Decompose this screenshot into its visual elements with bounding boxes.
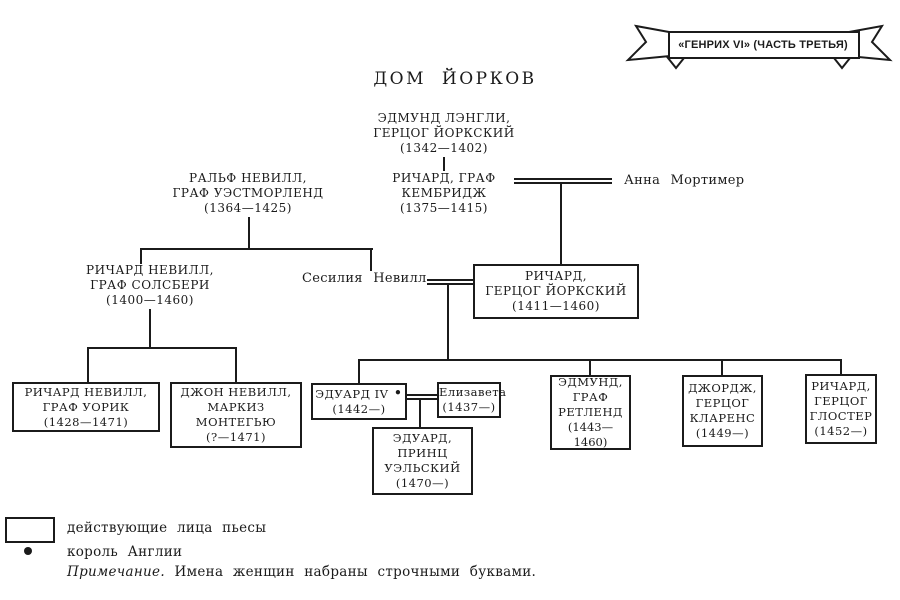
- person-name: РИЧАРД НЕВИЛЛ,: [86, 263, 214, 277]
- connector: [447, 285, 449, 359]
- person-name: ГРАФ УОРИК: [42, 399, 130, 414]
- person-name: ДЖОРДЖ,: [688, 381, 757, 395]
- person-name: ЭДУАРД IV: [315, 386, 389, 401]
- person-dates: (1364—1425): [204, 201, 292, 215]
- connector: [140, 248, 373, 250]
- person-ralph-neville: РАЛЬФ НЕВИЛЛ, ГРАФ УЭСТМОРЛЕНД (1364—142…: [163, 171, 333, 216]
- person-name: РИЧАРД НЕВИЛЛ,: [24, 384, 148, 399]
- person-edward-iv: ЭДУАРД IV• (1442—): [311, 383, 407, 420]
- connector: [370, 250, 372, 271]
- person-name: ГЕРЦОГ: [695, 396, 750, 410]
- person-name: КЛАРЕНС: [689, 411, 756, 425]
- person-name: ЭДМУНД ЛЭНГЛИ,: [377, 111, 511, 125]
- person-dates: (1411—1460): [512, 299, 600, 313]
- connector: [248, 217, 250, 248]
- person-dates: (1437—): [442, 400, 496, 414]
- person-name: ГРАФ УЭСТМОРЛЕНД: [172, 186, 324, 200]
- marriage-line: [407, 398, 437, 400]
- person-dates: (1443—1460): [567, 420, 614, 449]
- connector: [87, 347, 237, 349]
- connector: [840, 361, 842, 374]
- person-edmund-rutland: ЭДМУНД, ГРАФ РЕТЛЕНД (1443—1460): [550, 375, 631, 450]
- person-dates: (1400—1460): [106, 293, 194, 307]
- note-title: Примечание.: [67, 564, 165, 580]
- person-richard-cambridge: РИЧАРД, ГРАФ КЕМБРИДЖ (1375—1415): [364, 171, 524, 216]
- person-name: ГЛОСТЕР: [809, 409, 873, 423]
- person-name: РИЧАРД,: [811, 379, 871, 393]
- diagram-title: ДОМ ЙОРКОВ: [373, 69, 537, 89]
- marriage-line: [514, 178, 612, 180]
- person-elizabeth: Елизавета (1437—): [437, 382, 507, 418]
- person-dates: (1342—1402): [400, 141, 488, 155]
- person-cecily-neville: Сесилия Невилл: [302, 271, 427, 286]
- person-dates: (1428—1471): [43, 414, 129, 429]
- person-dates: (1449—): [695, 426, 750, 440]
- person-dates: (1375—1415): [400, 201, 488, 215]
- person-anna-mortimer: Анна Мортимер: [624, 173, 745, 188]
- marriage-line: [407, 394, 437, 396]
- person-name: ДЖОН НЕВИЛЛ,: [180, 385, 292, 399]
- person-george-clarence: ДЖОРДЖ, ГЕРЦОГ КЛАРЕНС (1449—): [682, 375, 763, 447]
- connector: [87, 349, 89, 382]
- person-name: ГЕРЦОГ: [814, 394, 868, 408]
- person-name: ГЕРЦОГ ЙОРКСКИЙ: [373, 126, 515, 140]
- person-name: Елизавета: [439, 385, 507, 399]
- person-name: ЭДУАРД IV•: [315, 383, 403, 402]
- person-name: ПРИНЦ: [397, 446, 448, 460]
- person-name: ГРАФ СОЛСБЕРИ: [90, 278, 210, 292]
- connector: [358, 361, 360, 383]
- connector: [235, 349, 237, 382]
- person-edward-wales: ЭДУАРД, ПРИНЦ УЭЛЬСКИЙ (1470—): [372, 427, 473, 495]
- person-name: УЭЛЬСКИЙ: [384, 461, 461, 475]
- marriage-line: [427, 279, 473, 281]
- connector: [358, 359, 842, 361]
- note-text: Имена женщин набраны строчными буквами.: [174, 564, 537, 580]
- person-dates: (1442—): [332, 401, 386, 416]
- person-richard-york: РИЧАРД, ГЕРЦОГ ЙОРКСКИЙ (1411—1460): [473, 264, 639, 319]
- person-name: РИЧАРД, ГРАФ: [392, 171, 496, 185]
- person-edmund-langley: ЭДМУНД ЛЭНГЛИ, ГЕРЦОГ ЙОРКСКИЙ (1342—140…: [363, 111, 525, 156]
- person-richard-gloucester: РИЧАРД, ГЕРЦОГ ГЛОСТЕР (1452—): [805, 374, 877, 444]
- person-name: КЕМБРИДЖ: [401, 186, 487, 200]
- connector: [140, 250, 142, 264]
- connector: [560, 184, 562, 264]
- king-marker-icon: [24, 547, 32, 555]
- legend-note: Примечание. Имена женщин набраны строчны…: [67, 564, 536, 580]
- person-john-montague: ДЖОН НЕВИЛЛ, МАРКИЗ МОНТЕГЬЮ (?—1471): [170, 382, 302, 448]
- connector: [149, 309, 151, 347]
- person-name: РАЛЬФ НЕВИЛЛ,: [189, 171, 307, 185]
- person-name: ЭДМУНД,: [558, 375, 623, 389]
- person-richard-salisbury: РИЧАРД НЕВИЛЛ, ГРАФ СОЛСБЕРИ (1400—1460): [68, 263, 232, 308]
- connector: [589, 361, 591, 375]
- person-name: МОНТЕГЬЮ: [195, 415, 277, 429]
- person-dates: (1452—): [814, 424, 868, 438]
- legend-king-label: король Англии: [67, 544, 183, 560]
- connector: [443, 157, 445, 171]
- ribbon-banner-icon: [625, 24, 893, 70]
- person-name: РЕТЛЕНД: [558, 405, 623, 419]
- person-dates: (?—1471): [206, 430, 266, 444]
- play-title-banner: «ГЕНРИХ VI» (ЧАСТЬ ТРЕТЬЯ): [678, 39, 848, 51]
- person-name: МАРКИЗ: [207, 400, 265, 414]
- person-name: РИЧАРД,: [524, 269, 588, 283]
- marriage-line: [514, 182, 612, 184]
- marriage-line: [427, 283, 473, 285]
- connector: [721, 361, 723, 375]
- person-name: ГРАФ: [572, 390, 609, 404]
- legend-box-label: действующие лица пьесы: [67, 520, 267, 536]
- legend-box-sample: [5, 517, 55, 543]
- person-name: ЭДУАРД,: [392, 431, 453, 445]
- connector: [419, 400, 421, 427]
- person-dates: (1470—): [395, 476, 450, 490]
- person-richard-warwick: РИЧАРД НЕВИЛЛ, ГРАФ УОРИК (1428—1471): [12, 382, 160, 432]
- person-name: ГЕРЦОГ ЙОРКСКИЙ: [485, 284, 627, 298]
